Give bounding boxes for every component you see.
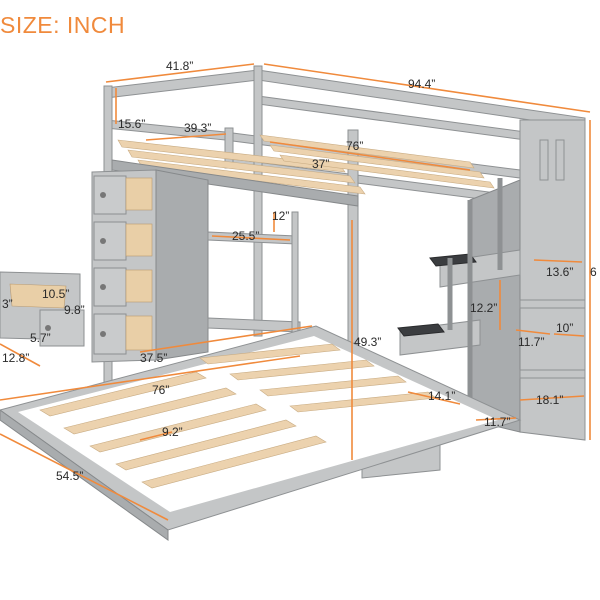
dim-step-b: 10” bbox=[556, 321, 573, 335]
dim-step-c: 14.1” bbox=[428, 389, 455, 403]
dim-loft-inner: 37” bbox=[312, 157, 329, 171]
drawer-detail bbox=[0, 271, 85, 347]
dim-drawer-depth: 12.8” bbox=[2, 351, 29, 365]
dim-drawer-w: 10.5” bbox=[42, 287, 69, 301]
dim-drawer-h: 9.8” bbox=[64, 303, 85, 317]
dim-step-a: 11.7” bbox=[518, 335, 544, 349]
dim-lower-outer: 54.5” bbox=[56, 469, 83, 483]
dim-top-width: 41.8” bbox=[166, 59, 193, 73]
dim-lower-width: 37.5” bbox=[140, 351, 167, 365]
shelf-post bbox=[291, 211, 299, 333]
dim-shelf-width: 25.5” bbox=[232, 229, 259, 243]
dim-drawer-l: 3” bbox=[2, 297, 13, 311]
post-back-mid bbox=[253, 65, 263, 337]
dim-guardrail-height: 15.6” bbox=[118, 117, 145, 131]
trundle-front-edge bbox=[0, 409, 169, 541]
trundle-slats bbox=[39, 343, 437, 489]
dim-step-rise: 12.2” bbox=[470, 301, 497, 315]
dim-overall-height: 6 bbox=[590, 265, 597, 279]
dim-lower-length: 76” bbox=[152, 383, 169, 397]
size-unit-title: SIZE: INCH bbox=[0, 12, 126, 38]
dim-loft-slat-length: 76” bbox=[346, 139, 363, 153]
dim-loft-slat-width: 39.3” bbox=[184, 121, 211, 135]
dim-drawer-d: 5.7” bbox=[30, 331, 51, 345]
loft-slats bbox=[117, 134, 495, 195]
dim-loft-clearance: 49.3” bbox=[354, 335, 381, 349]
loft-bottom-frame bbox=[111, 159, 359, 207]
loft-back-rail bbox=[105, 69, 259, 99]
dim-step-width: 18.1” bbox=[536, 393, 563, 407]
drawer-tower-side bbox=[155, 169, 209, 361]
dim-step-depth-top: 13.6” bbox=[546, 265, 573, 279]
dim-step-d: 11.7” bbox=[484, 415, 510, 429]
dim-top-length: 94.4” bbox=[408, 77, 435, 91]
dimension-lines bbox=[0, 63, 591, 521]
drawer-stack bbox=[93, 175, 153, 355]
dim-shelf-gap: 12” bbox=[272, 209, 289, 223]
dim-lower-slat-gap: 9.2” bbox=[162, 425, 183, 439]
